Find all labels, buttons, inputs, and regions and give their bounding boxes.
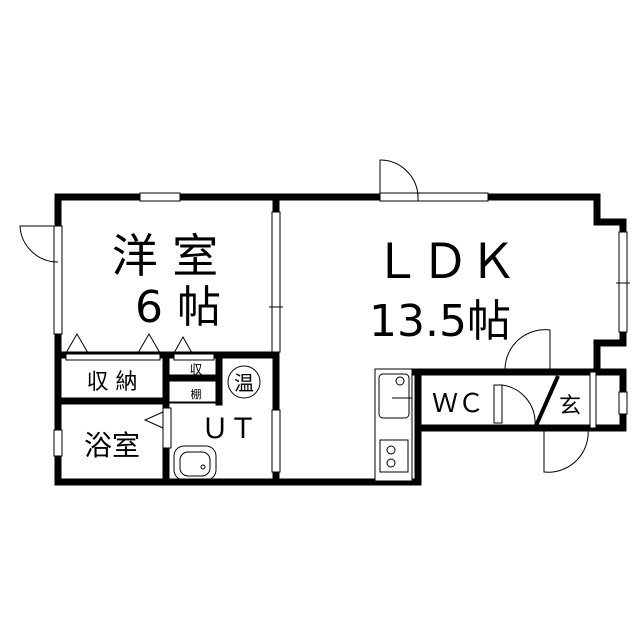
water-heater-icon — [227, 365, 261, 399]
ldk-name: ＬＤＫ — [373, 234, 517, 290]
western-room-size: 6 帖 — [135, 282, 221, 333]
shelf-label-top: 収 — [189, 363, 202, 378]
windows — [53, 192, 630, 473]
entrance-label: 玄 — [559, 394, 581, 419]
shelf-label-bottom: 棚 — [191, 387, 202, 401]
storage-label: 収 納 — [87, 370, 138, 395]
kitchen-counter — [374, 368, 413, 482]
water-heater-label: 温 — [234, 371, 254, 395]
ldk-size: 13.5帖 — [369, 296, 511, 347]
washbasin — [173, 445, 217, 481]
closet-doors — [65, 333, 218, 404]
doors — [19, 159, 589, 473]
western-room-name: 洋 室 — [112, 229, 219, 283]
bath-label: 浴室 — [84, 429, 140, 462]
utility-label: ＵＴ — [201, 412, 257, 445]
toilet-label: ＷＣ — [432, 389, 484, 419]
